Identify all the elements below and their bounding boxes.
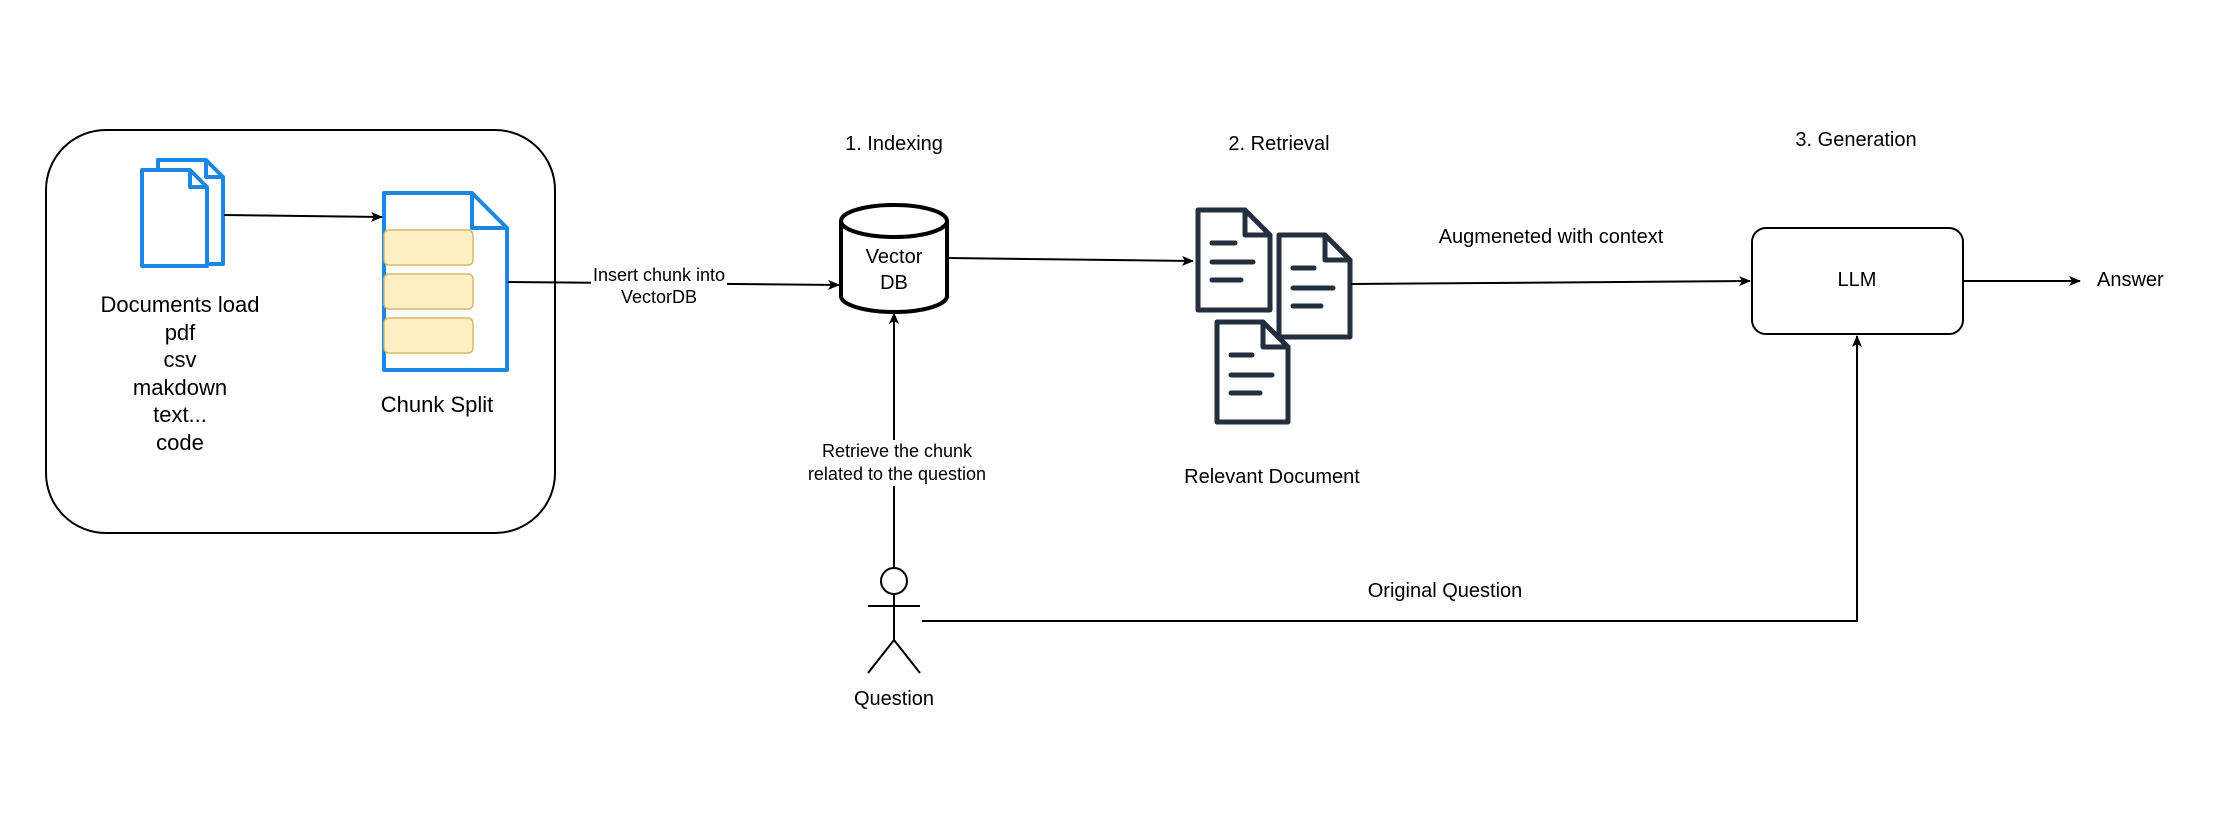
vector-db-label-line: DB — [880, 272, 908, 294]
original-question-edge-label: Original Question — [1367, 580, 1523, 602]
vector-db-cylinder — [839, 203, 949, 314]
retrieve-chunk-edge-label: Retrieve the chunk related to the questi… — [805, 440, 989, 486]
relevant-document-icon — [1214, 319, 1291, 425]
llm-label: LLM — [1837, 269, 1877, 291]
relevant-document-icon — [1195, 207, 1273, 313]
chunk-block — [383, 229, 474, 266]
question-to-llm-edge — [922, 335, 1862, 622]
augmented-context-edge-label: Augmeneted with context — [1438, 226, 1664, 248]
documents-label-line: Documents load — [100, 292, 260, 317]
documents-label-line: makdown — [132, 374, 228, 400]
retrieval-to-llm-edge — [1350, 276, 1751, 287]
retrieve-chunk-edge-label-line: Retrieve the chunk — [821, 441, 973, 461]
documents-to-chunk-edge — [223, 211, 383, 222]
insert-chunk-edge-label: Insert chunk into VectorDB — [590, 264, 728, 308]
answer-label: Answer — [2097, 269, 2164, 291]
stage-retrieval-label: 2. Retrieval — [1228, 133, 1330, 155]
documents-label-line: code — [156, 429, 204, 455]
vectordb-to-retrieval-edge — [947, 255, 1194, 266]
chunk-split-label: Chunk Split — [380, 392, 494, 417]
relevant-document-icon — [1276, 232, 1353, 340]
insert-chunk-edge-label-line: Insert chunk into — [592, 265, 726, 285]
documents-icon — [140, 158, 225, 268]
stage-indexing-label: 1. Indexing — [845, 133, 943, 155]
retrieve-chunk-edge-label-line: related to the question — [807, 464, 987, 484]
question-label: Question — [853, 688, 935, 710]
chunk-block — [383, 317, 474, 354]
insert-chunk-edge-label-line: VectorDB — [620, 287, 698, 307]
documents-label-line: text... — [153, 402, 207, 427]
vector-db-label: Vector DB — [866, 244, 923, 296]
documents-label: Documents load pdf csv makdown text... c… — [101, 291, 260, 456]
documents-label-line: pdf — [164, 319, 196, 345]
question-actor-icon — [867, 567, 921, 674]
vector-db-label-line: Vector — [865, 246, 923, 268]
relevant-document-label: Relevant Document — [1184, 466, 1360, 488]
documents-label-line: csv — [163, 347, 197, 372]
stage-generation-label: 3. Generation — [1795, 129, 1917, 151]
chunk-block — [383, 273, 474, 310]
